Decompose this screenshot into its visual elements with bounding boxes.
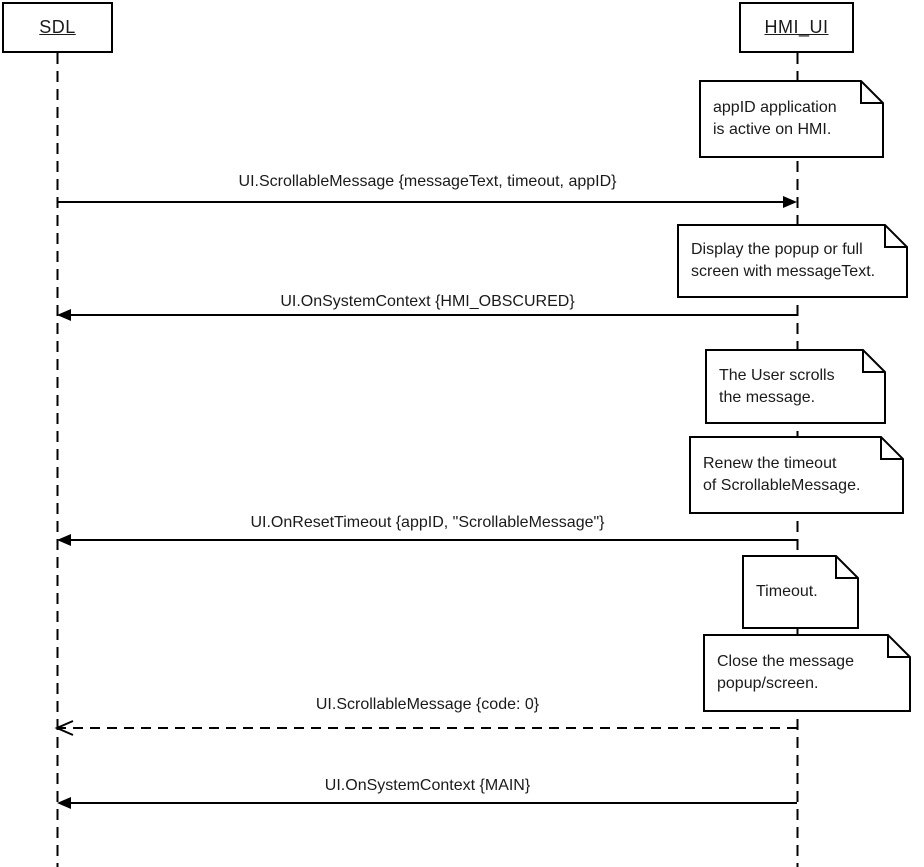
arrowhead-filled-left-icon: [57, 534, 71, 546]
participant-sdl: SDL: [2, 2, 113, 53]
note-shape-5: [742, 555, 859, 629]
arrowhead-open-left-icon: [54, 720, 74, 736]
note-fold-icon: [884, 225, 907, 248]
participant-hmi-ui-label: HMI_UI: [764, 17, 829, 37]
participant-sdl-label: SDL: [39, 17, 76, 37]
note-renew-timeout: Renew the timeout of ScrollableMessage.: [703, 455, 861, 494]
message-label-scrollablemessage-response: UI.ScrollableMessage {code: 0}: [315, 696, 540, 713]
note-shape-6: [703, 634, 911, 712]
message-label-onresettimeout: UI.OnResetTimeout {appID, "ScrollableMes…: [250, 514, 605, 531]
message-label-onsystemcontext-obscured: UI.OnSystemContext {HMI_OBSCURED}: [280, 293, 575, 310]
participant-hmi-ui: HMI_UI: [739, 2, 854, 53]
note-close-message: Close the message popup/screen.: [717, 653, 854, 692]
note-timeout: Timeout.: [756, 583, 818, 600]
arrowhead-filled-left-icon: [57, 309, 71, 321]
note-shape-4: [689, 436, 904, 514]
message-label-scrollablemessage-request: UI.ScrollableMessage {messageText, timeo…: [238, 173, 617, 190]
note-fold-icon: [887, 635, 910, 658]
note-display-popup: Display the popup or full screen with me…: [691, 241, 876, 280]
note-shape-2: [677, 224, 908, 298]
note-appid-active: appID application is active on HMI.: [713, 99, 837, 138]
note-fold-icon: [835, 556, 858, 579]
note-shape-1: [699, 80, 884, 158]
note-fold-icon: [860, 81, 883, 104]
arrowhead-filled-left-icon: [57, 797, 71, 809]
note-user-scrolls: The User scrolls the message.: [719, 366, 835, 406]
note-fold-icon: [880, 437, 903, 460]
note-fold-icon: [862, 350, 885, 373]
note-shape-3: [705, 349, 886, 424]
arrowhead-filled-right-icon: [783, 196, 797, 208]
message-label-onsystemcontext-main: UI.OnSystemContext {MAIN}: [324, 777, 531, 794]
